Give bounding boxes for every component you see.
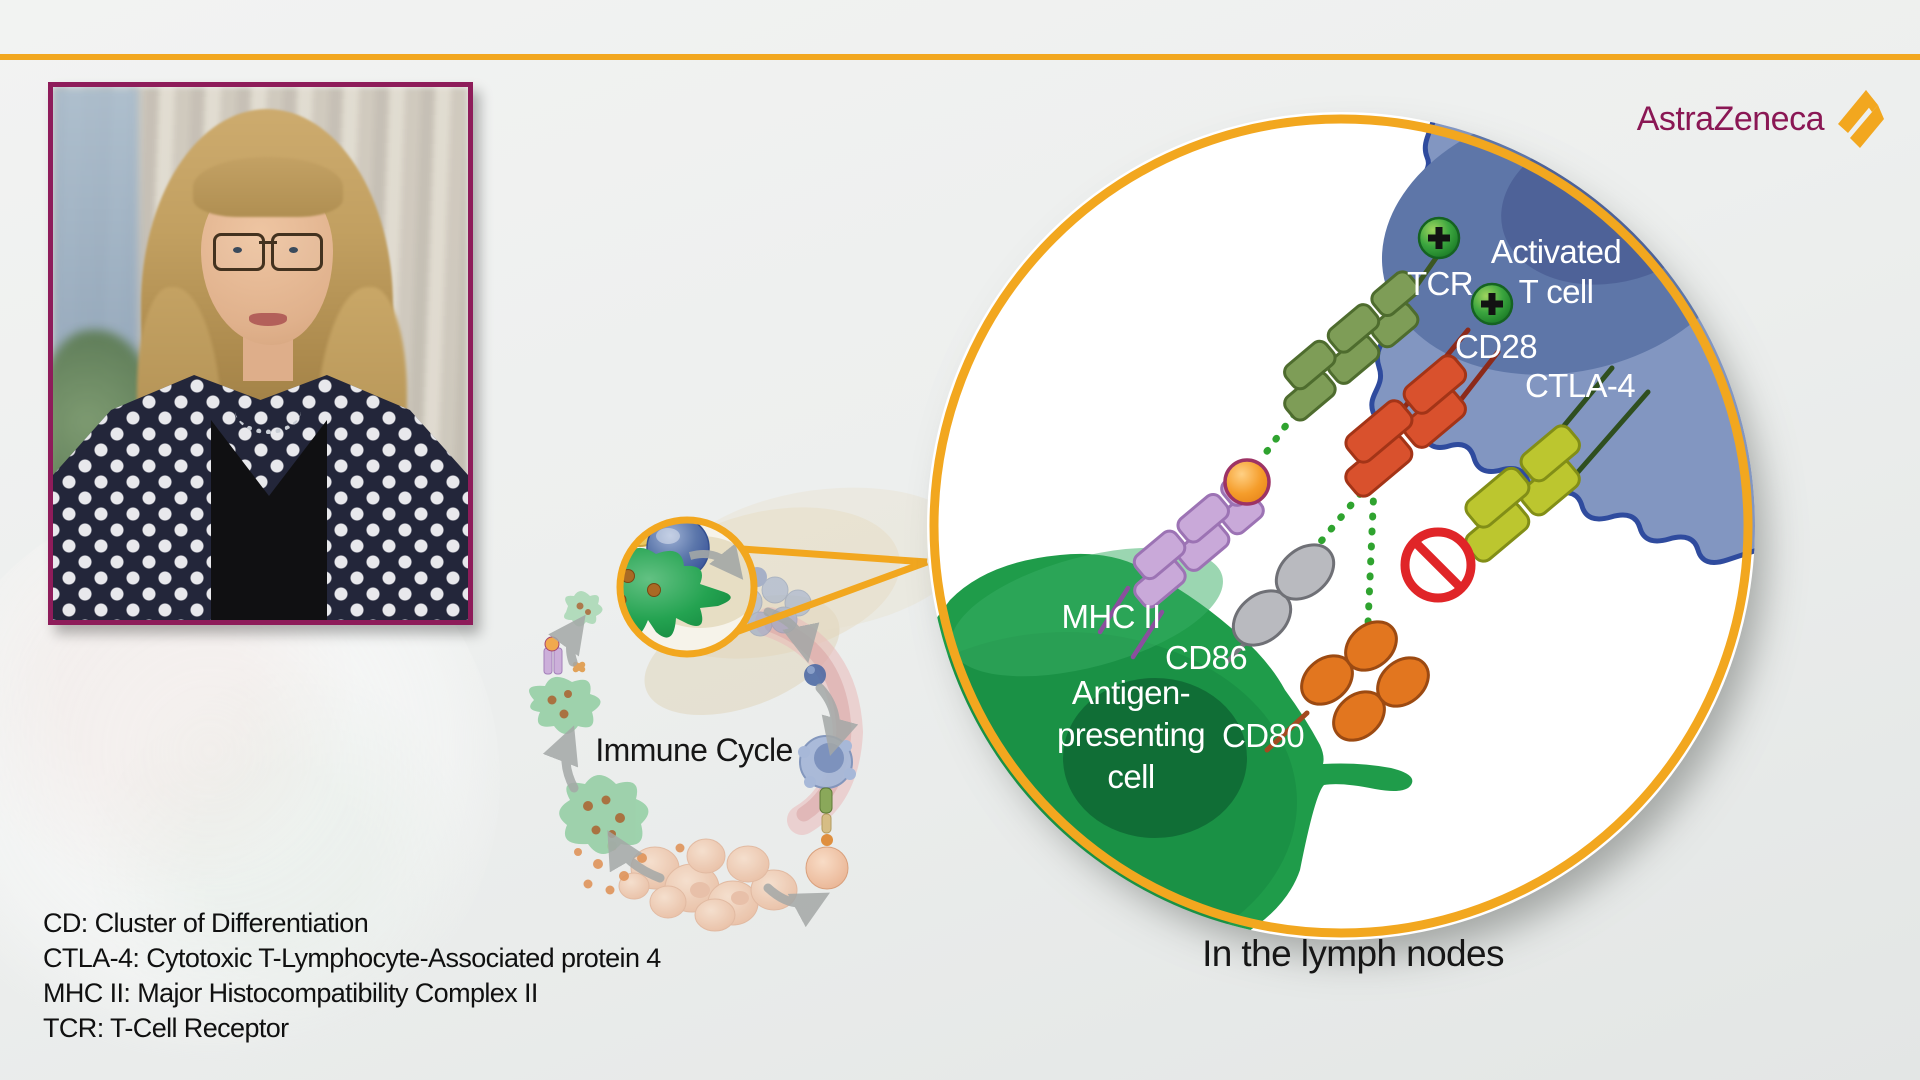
- t-cell-in-vessel: [804, 664, 826, 686]
- magnifier-connector-lines: [734, 545, 929, 636]
- astrazeneca-logo-text: AstraZeneca: [1636, 99, 1825, 138]
- immune-cycle-title: Immune Cycle: [595, 732, 793, 768]
- activated-t-cell-label: Activated T cell: [1490, 233, 1622, 310]
- cd86-label: CD86: [1165, 639, 1248, 676]
- cd28-molecule: [1344, 354, 1468, 498]
- tcr-label: TCR: [1406, 265, 1474, 302]
- tcr-molecule: [1283, 270, 1420, 422]
- ctla4-molecule: [1464, 424, 1581, 563]
- mhc2-molecule: [1132, 464, 1265, 609]
- plus-icon: [1417, 216, 1461, 260]
- ctla4-stem: [1575, 389, 1651, 475]
- plus-icon: [1470, 282, 1514, 326]
- cd80-molecule: [1300, 620, 1430, 742]
- cycle-arrows: [542, 607, 859, 928]
- ctla4-label: CTLA-4: [1524, 367, 1636, 404]
- presenter-glasses: [213, 233, 323, 271]
- immune-cycle-highlight-circle: [616, 516, 758, 658]
- magnified-view-caption: In the lymph nodes: [1202, 933, 1504, 974]
- astrazeneca-swoosh-icon: [1838, 90, 1884, 148]
- mhc2-stem: [1097, 585, 1131, 635]
- legend-line: TCR: T-Cell Receptor: [43, 1013, 289, 1043]
- dendritic-cell-small: [564, 591, 603, 627]
- presenter-video: [48, 82, 473, 625]
- magnifier-ring: [929, 114, 1753, 938]
- presenter-fringe: [193, 157, 343, 217]
- legend-line: CD: Cluster of Differentiation: [43, 908, 369, 938]
- blocked-icon: [1400, 527, 1476, 603]
- magnified-view-circle: [927, 112, 1755, 940]
- antigen-presenting-cell-label: Antigen- presenting cell: [1056, 674, 1206, 795]
- mhc2-stem: [1130, 609, 1165, 660]
- target-tumor-cell: [805, 846, 849, 890]
- apc-nucleus: [1063, 678, 1247, 838]
- legend-line: CTLA-4: Cytotoxic T-Lymphocyte-Associate…: [43, 943, 661, 973]
- legend-line: MHC II: Major Histocompatibility Complex…: [43, 978, 538, 1008]
- antigen-ball: [1223, 458, 1271, 506]
- cd86-molecule: [1231, 543, 1336, 647]
- astrazeneca-logo: AstraZeneca: [1637, 88, 1888, 150]
- top-accent-rule: [0, 54, 1920, 60]
- cd80-label: CD80: [1222, 717, 1305, 754]
- cd80-stem: [1264, 710, 1310, 753]
- presenter-eye: [233, 247, 242, 253]
- abbreviation-legend: CD: Cluster of Differentiation CTLA-4: C…: [43, 906, 661, 1046]
- presenter-mouth: [249, 313, 287, 326]
- mhc2-label: MHC II: [1061, 598, 1161, 635]
- presenter-necklace: [235, 387, 301, 434]
- dendritic-cell-mid: [528, 636, 601, 734]
- presenter-eye: [289, 247, 298, 253]
- cd28-label: CD28: [1455, 328, 1538, 365]
